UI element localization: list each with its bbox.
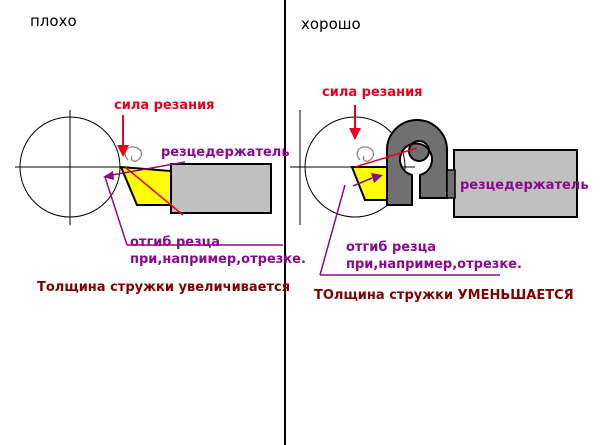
right-bend-arrow xyxy=(352,177,373,187)
left-holder-label: резцедержатель xyxy=(161,145,290,160)
right-force-arrowhead xyxy=(349,128,361,140)
right-bend-label-2: при,например,отрезке. xyxy=(346,257,522,272)
right-bend-leader xyxy=(319,184,346,276)
left-caption: Толщина стружки увеличивается xyxy=(37,280,291,295)
left-tool-holder xyxy=(170,163,272,214)
left-chip-spiral xyxy=(124,146,143,162)
right-force-line xyxy=(354,147,418,168)
right-holder-label: резцедержатель xyxy=(460,178,589,193)
left-heading: плохо xyxy=(30,12,77,30)
left-force-label: сила резания xyxy=(114,98,215,113)
right-bend-label-1: отгиб резца xyxy=(346,240,437,255)
left-panel xyxy=(15,110,283,246)
left-bend-label-1: отгиб резца xyxy=(130,235,221,250)
right-holder-neck xyxy=(446,169,456,199)
right-heading: хорошо xyxy=(301,15,361,33)
left-bend-arrow xyxy=(111,161,186,176)
left-bend-leader xyxy=(104,176,128,246)
right-caption: ТОлщина стружки УМЕНЬШАЕТСЯ xyxy=(314,288,574,303)
right-chip-spiral xyxy=(356,146,375,162)
right-tool-holder xyxy=(453,149,578,218)
right-bend-arrowhead xyxy=(371,173,383,183)
right-panel xyxy=(290,105,578,276)
left-bend-label-2: при,например,отрезке. xyxy=(130,252,306,267)
left-bend-arrowhead xyxy=(103,171,114,180)
right-force-label: сила резания xyxy=(322,85,423,100)
left-force-arrowhead xyxy=(117,145,129,157)
left-force-line xyxy=(124,166,184,216)
right-spring-holder xyxy=(386,119,448,206)
